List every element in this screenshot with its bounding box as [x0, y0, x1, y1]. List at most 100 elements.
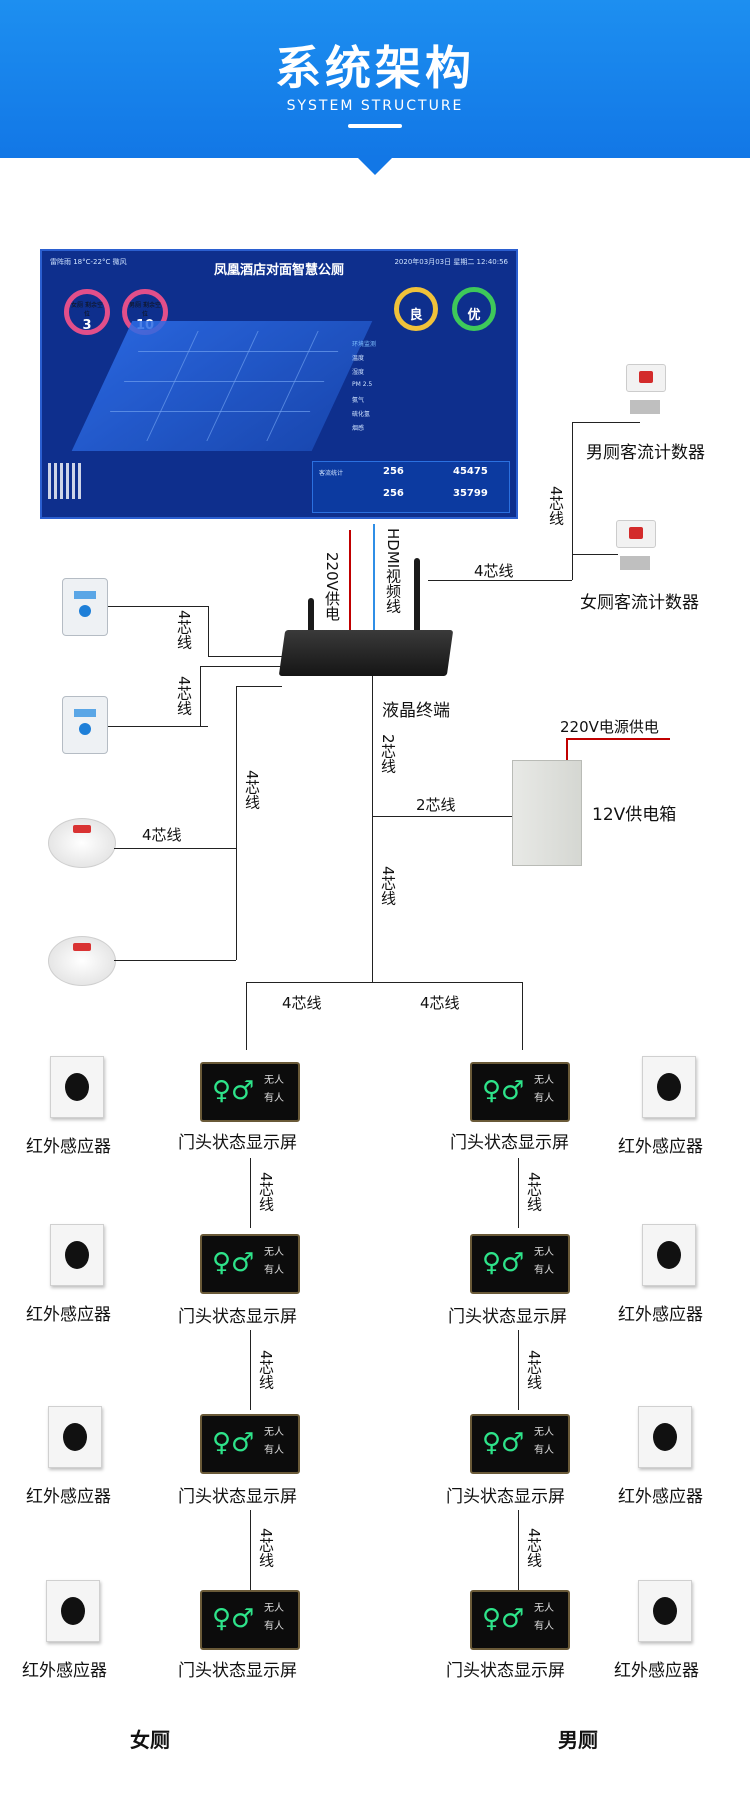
wire — [522, 982, 523, 1050]
pir-sensor-device — [48, 1406, 102, 1468]
wire — [246, 982, 247, 1050]
smoke-detector — [48, 818, 116, 868]
door-screen-label: 门头状态显示屏 — [448, 1307, 567, 1327]
ring-label: 女厕 剩余空位 — [71, 302, 103, 318]
door-screen-label: 门头状态显示屏 — [178, 1661, 297, 1681]
pir-label: 红外感应器 — [614, 1661, 699, 1681]
wire — [572, 422, 640, 423]
door-vacant: 无人 — [534, 1603, 554, 1614]
stat-value: 256 — [383, 488, 404, 499]
wire — [208, 656, 282, 657]
screen-title: 凤凰酒店对面智慧公厕 — [213, 263, 344, 278]
panel-row: 温度 — [352, 355, 365, 362]
env-sensor — [62, 578, 108, 636]
terminal-label: 液晶终端 — [382, 701, 450, 721]
psu-supply-label: 220V电源供电 — [560, 718, 659, 736]
pir-sensor-device — [642, 1056, 696, 1118]
wire — [518, 1330, 519, 1410]
wire-label: 2芯线 — [379, 734, 397, 774]
wire — [108, 606, 208, 607]
env-sensor — [62, 696, 108, 754]
female-side-label: 女厕 — [130, 1728, 170, 1752]
header-banner — [0, 0, 750, 158]
wire — [572, 422, 573, 580]
door-screen-label: 门头状态显示屏 — [446, 1487, 565, 1507]
pir-sensor-device — [642, 1224, 696, 1286]
door-vacant: 无人 — [264, 1247, 284, 1258]
wire-label: 4芯线 — [243, 770, 261, 810]
pir-sensor-device — [46, 1580, 100, 1642]
wire — [108, 726, 208, 727]
psu-power-line — [566, 738, 670, 740]
stat-value: 45475 — [453, 466, 488, 477]
wire — [236, 686, 237, 960]
female-counter-device — [616, 520, 656, 548]
pir-sensor-device — [50, 1224, 104, 1286]
wire-label: 4芯线 — [142, 826, 182, 844]
header-notch — [355, 155, 395, 175]
air-value: 优 — [467, 308, 481, 323]
page-subtitle: SYSTEM STRUCTURE — [286, 98, 464, 114]
wire — [200, 666, 201, 726]
pir-label: 红外感应器 — [26, 1137, 111, 1157]
power-label: 220V供电 — [323, 552, 341, 621]
air-value: 良 — [409, 308, 423, 323]
wire-label: 4芯线 — [525, 1528, 543, 1568]
door-vacant: 无人 — [534, 1247, 554, 1258]
door-screen-label: 门头状态显示屏 — [178, 1307, 297, 1327]
pir-label: 红外感应器 — [618, 1137, 703, 1157]
lcd-terminal-box — [278, 630, 454, 676]
panel-row: 湿度 — [352, 369, 365, 376]
power-supply-box — [512, 760, 582, 866]
pir-sensor-device — [638, 1406, 692, 1468]
dashboard-screen: 雷阵雨 18°C-22°C 微风 凤凰酒店对面智慧公厕 2020年03月03日 … — [40, 249, 518, 519]
wire-label: 4芯线 — [547, 486, 565, 526]
air-quality-female: 良 — [394, 287, 438, 331]
pir-label: 红外感应器 — [618, 1487, 703, 1507]
psu-label: 12V供电箱 — [592, 805, 677, 825]
stat-value: 256 — [383, 466, 404, 477]
door-occupied: 有人 — [264, 1445, 284, 1456]
door-occupied: 有人 — [534, 1093, 554, 1104]
wire-label: 4芯线 — [474, 562, 514, 580]
door-occupied: 有人 — [264, 1093, 284, 1104]
panel-title: 环境监测 — [352, 341, 377, 348]
floor-plan-3d — [71, 321, 373, 451]
wire — [250, 1330, 251, 1410]
door-screen-device: ♀♂无人有人 — [470, 1234, 570, 1294]
door-occupied: 有人 — [264, 1621, 284, 1632]
door-screen-device: ♀♂无人有人 — [200, 1414, 300, 1474]
ring-label: 男厕 剩余空位 — [129, 302, 161, 318]
wire — [250, 1158, 251, 1228]
wire — [518, 1158, 519, 1228]
wire-label: 4芯线 — [525, 1350, 543, 1390]
wire-label: 4芯线 — [257, 1350, 275, 1390]
wire — [372, 816, 512, 817]
wire-label: 4芯线 — [525, 1172, 543, 1212]
wire — [518, 1510, 519, 1590]
wire-label: 4芯线 — [282, 994, 322, 1012]
door-vacant: 无人 — [264, 1075, 284, 1086]
door-vacant: 无人 — [264, 1427, 284, 1438]
male-counter-label: 男厕客流计数器 — [586, 443, 705, 463]
environment-panel: 环境监测 温度 湿度 PM 2.5 氨气 硫化氢 烟感 — [352, 339, 512, 439]
ring-value: 3 — [82, 318, 92, 333]
pir-sensor-device — [638, 1580, 692, 1642]
pir-sensor-device — [50, 1056, 104, 1118]
smoke-detector — [48, 936, 116, 986]
traffic-stats: 客流统计 256 45475 256 35799 — [312, 461, 510, 513]
wire — [114, 960, 236, 961]
door-occupied: 有人 — [264, 1265, 284, 1276]
qr-code — [48, 463, 84, 499]
door-screen-device: ♀♂无人有人 — [200, 1234, 300, 1294]
screen-weather: 雷阵雨 18°C-22°C 微风 — [50, 258, 127, 266]
door-occupied: 有人 — [534, 1621, 554, 1632]
door-screen-label: 门头状态显示屏 — [178, 1487, 297, 1507]
wire — [572, 554, 618, 555]
wire — [200, 666, 282, 667]
male-counter-device — [626, 364, 666, 392]
counter-base — [620, 556, 650, 570]
door-occupied: 有人 — [534, 1265, 554, 1276]
stats-title: 客流统计 — [319, 470, 344, 477]
door-screen-label: 门头状态显示屏 — [450, 1133, 569, 1153]
